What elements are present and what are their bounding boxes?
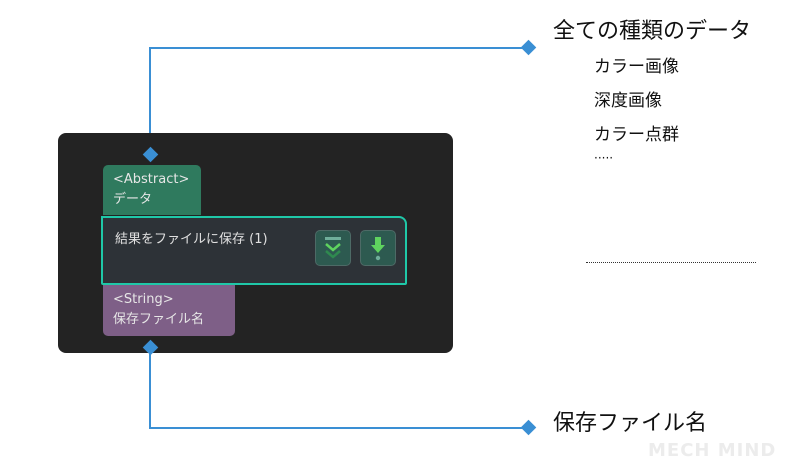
param-port-filename[interactable]: <String> 保存ファイル名 — [103, 285, 235, 336]
connector-top-end-diamond — [520, 39, 537, 56]
download-icon — [371, 237, 385, 261]
node-title: 結果をファイルに保存 (1) — [115, 232, 268, 247]
connector-top-vertical — [149, 47, 151, 155]
dotted-divider — [586, 262, 756, 263]
connector-bottom-horizontal — [149, 427, 528, 429]
annotation-item: 深度画像 — [594, 91, 662, 111]
port-type: <Abstract> — [113, 172, 190, 187]
annotation-item: カラー画像 — [594, 57, 679, 77]
collapse-icon — [325, 237, 341, 259]
port-type: <String> — [113, 292, 174, 307]
input-port-data[interactable]: <Abstract> データ — [103, 165, 201, 215]
port-name: データ — [113, 192, 153, 207]
collapse-button[interactable] — [315, 230, 351, 266]
annotation-item: ····· — [594, 151, 614, 165]
port-name: 保存ファイル名 — [113, 312, 205, 327]
connector-bottom-end-diamond — [520, 419, 537, 436]
step-node[interactable]: 結果をファイルに保存 (1) — [101, 216, 407, 285]
annotation-top-label: 全ての種類のデータ — [553, 19, 752, 44]
connector-top-horizontal — [149, 47, 528, 49]
connector-bottom-vertical — [149, 348, 151, 429]
download-button[interactable] — [360, 230, 396, 266]
annotation-item: カラー点群 — [594, 125, 679, 145]
annotation-bottom-label: 保存ファイル名 — [553, 411, 708, 436]
watermark: MECH MIND — [648, 440, 777, 461]
